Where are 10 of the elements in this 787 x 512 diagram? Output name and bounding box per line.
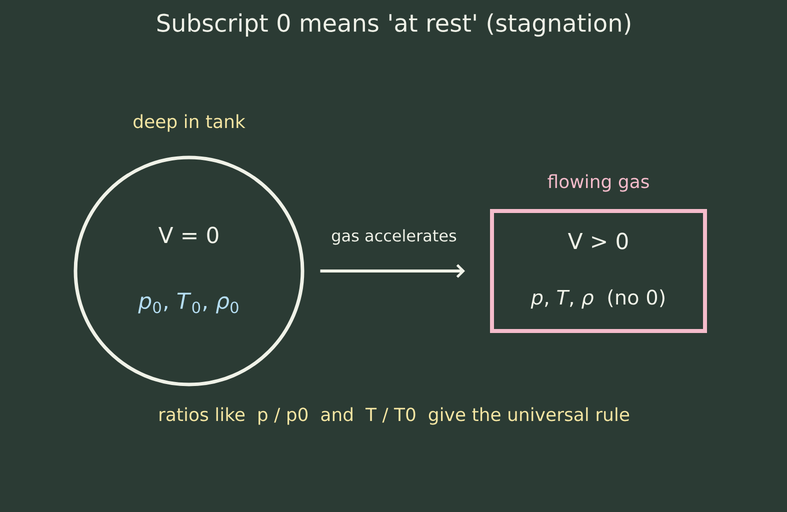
node-caption: flowing gas [548, 174, 649, 192]
note-text: ratios like p / p0 and T / T0 give the universal rule [160, 407, 630, 425]
edge-label: gas accelerates [330, 228, 458, 246]
speed-label: V = 0 [158, 226, 218, 244]
node-caption: deep in tank [134, 114, 246, 132]
variable-label: p, T, ρ (no 0) [530, 289, 664, 309]
title: Subscript 0 means 'at rest' (stagnation) [157, 13, 630, 37]
speed-label: V > 0 [568, 232, 628, 250]
variable-label: p$_{0}$, T$_{0}$, ρ$_{0}$ [138, 292, 238, 314]
arrow [320, 264, 465, 278]
